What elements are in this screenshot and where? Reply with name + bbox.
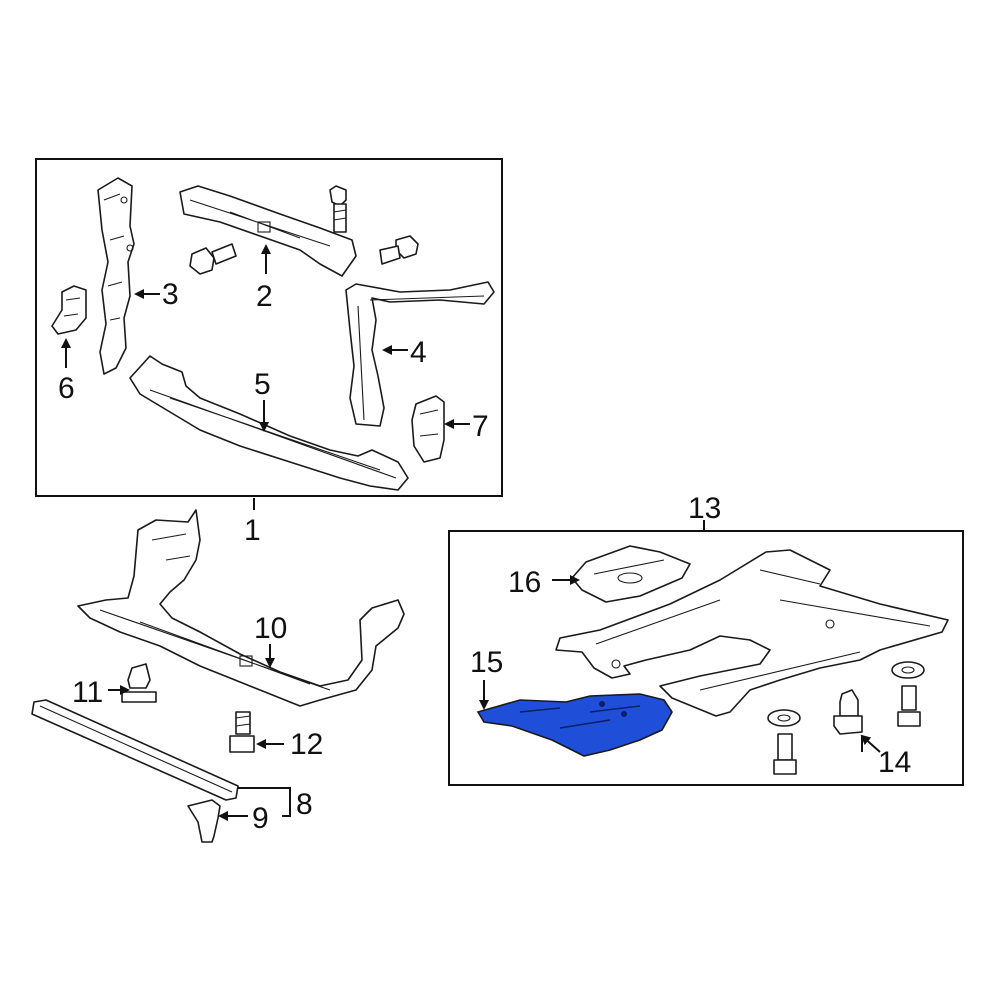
part-14-clip[interactable] [833,689,863,735]
callout-15: 15 [470,646,503,679]
bolt-right-center[interactable] [379,235,419,265]
callout-4: 4 [410,336,427,369]
bolt-center-lower[interactable] [773,733,797,775]
callout-12: 12 [290,728,323,761]
part-16-cover[interactable] [571,545,691,603]
callout-2: 2 [256,280,273,313]
callout-10: 10 [254,612,287,645]
callout-3: 3 [162,278,179,311]
callout-labels: 3 2 4 5 6 7 1 10 11 12 8 9 13 16 15 14 [58,278,911,835]
bolt-right-lower[interactable] [897,685,921,727]
part-6-bracket[interactable] [51,285,87,335]
callout-1: 1 [244,514,261,547]
group-box-1 [35,158,503,497]
part-7-bracket[interactable] [411,395,445,463]
part-2-upper-crossmember[interactable] [179,185,357,277]
part-9-end-cap[interactable] [187,799,221,843]
part-10-lower-splash-shield[interactable] [77,509,405,707]
callout-5: 5 [254,368,271,401]
part-8-weatherstrip[interactable] [31,699,239,801]
part-5-lower-crossmember[interactable] [129,355,409,491]
callout-13: 13 [688,492,721,525]
part-11-clip[interactable] [121,663,157,703]
washer-center[interactable] [767,709,801,727]
bolt-left-center[interactable] [189,243,237,275]
callout-7: 7 [472,410,489,443]
callout-8: 8 [296,788,313,821]
callout-14: 14 [878,746,911,779]
callout-6: 6 [58,372,75,405]
bolt-top-center[interactable] [329,185,347,233]
part-13-undercover[interactable] [555,549,949,717]
callout-9: 9 [252,802,269,835]
part-12-bolt[interactable] [229,711,255,753]
part-4-support-right[interactable] [345,281,495,427]
group-box-13 [448,530,964,786]
washer-right[interactable] [891,661,925,679]
leader-lines [61,244,881,821]
part-3-support-left[interactable] [97,177,135,375]
callout-16: 16 [508,566,541,599]
callout-11: 11 [72,676,103,709]
part-15-highlighted-cover[interactable] [476,693,673,757]
